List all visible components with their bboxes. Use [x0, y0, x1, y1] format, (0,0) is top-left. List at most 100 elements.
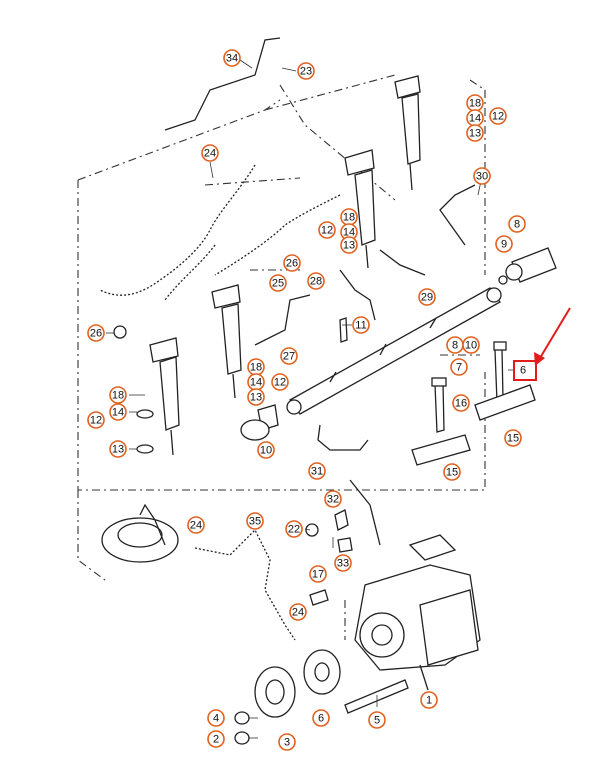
- fuel-rail: [286, 287, 502, 415]
- callout-bubble: [87, 324, 105, 342]
- callout-23: 23: [297, 62, 315, 80]
- callout-24: 24: [201, 144, 219, 162]
- callout-number: 23: [300, 66, 312, 78]
- callout-number: 18: [112, 390, 124, 402]
- callout-number: 13: [112, 444, 124, 456]
- callout-22: 22: [285, 520, 303, 538]
- callout-bubble: [223, 49, 241, 67]
- callout-18: 18: [109, 386, 127, 404]
- callout-33: 33: [334, 554, 352, 572]
- callout-bubble: [269, 274, 287, 292]
- callout-number: 33: [337, 558, 349, 570]
- callout-bubble: [285, 520, 303, 538]
- callout-30: 30: [473, 167, 491, 185]
- callout-number: 12: [321, 225, 333, 237]
- highlight-arrow: [534, 307, 571, 366]
- callout-12: 12: [489, 107, 507, 125]
- callout-bubble: [508, 215, 526, 233]
- callout-bubble: [207, 709, 225, 727]
- callout-bubble: [462, 336, 480, 354]
- callout-27: 27: [280, 347, 298, 365]
- callout-35: 35: [246, 512, 264, 530]
- callout-5: 5: [368, 711, 386, 729]
- callout-bubble: [495, 235, 513, 253]
- callout-bubble: [418, 288, 436, 306]
- callout-number: 10: [260, 445, 272, 457]
- callout-14: 14: [247, 373, 265, 391]
- callout-bubble: [278, 733, 296, 751]
- callout-31: 31: [308, 462, 326, 480]
- callout-bubble: [352, 316, 370, 334]
- callout-34: 34: [223, 49, 241, 67]
- callout-number: 13: [250, 392, 262, 404]
- callout-18: 18: [340, 208, 358, 226]
- callout-bubble: [109, 386, 127, 404]
- callout-bubble: [309, 565, 327, 583]
- callout-bubble: [450, 358, 468, 376]
- callout-bubble: [312, 709, 330, 727]
- callout-16: 16: [452, 394, 470, 412]
- callout-bubble: [308, 462, 326, 480]
- callout-11: 11: [352, 316, 370, 334]
- callout-bubble: [271, 373, 289, 391]
- callout-number: 8: [514, 219, 520, 231]
- callout-2: 2: [207, 730, 225, 748]
- callout-bubble: [257, 441, 275, 459]
- callout-26: 26: [283, 254, 301, 272]
- pressure-sensor: [498, 247, 557, 285]
- callout-bubble: [489, 107, 507, 125]
- callout-10: 10: [462, 336, 480, 354]
- callout-number: 4: [213, 713, 219, 725]
- callout-32: 32: [324, 490, 342, 508]
- callout-12: 12: [271, 373, 289, 391]
- wiring-harness: [99, 164, 341, 301]
- callout-12: 12: [318, 221, 336, 239]
- callout-bubble: [334, 554, 352, 572]
- callout-bubble: [307, 272, 325, 290]
- callout-bubble: [420, 691, 438, 709]
- callout-number: 8: [452, 340, 458, 352]
- callout-18: 18: [466, 94, 484, 112]
- highlight-box: [513, 360, 537, 381]
- callout-17: 17: [309, 565, 327, 583]
- callout-number: 15: [446, 467, 458, 479]
- callout-number: 6: [520, 365, 526, 377]
- callout-number: 12: [274, 377, 286, 389]
- callout-number: 32: [327, 494, 339, 506]
- callout-number: 9: [501, 239, 507, 251]
- callout-bubble: [452, 394, 470, 412]
- callout-bubble: [297, 62, 315, 80]
- tank-sender-assembly: [101, 503, 179, 563]
- callout-6: 6: [312, 709, 330, 727]
- callout-18: 18: [247, 358, 265, 376]
- callout-15: 15: [504, 429, 522, 447]
- callout-8: 8: [508, 215, 526, 233]
- callout-bubble: [466, 124, 484, 142]
- callout-bubble: [504, 429, 522, 447]
- callout-bubble: [207, 730, 225, 748]
- callout-number: 3: [284, 737, 290, 749]
- callout-number: 24: [190, 520, 202, 532]
- callout-14: 14: [466, 109, 484, 127]
- callout-number: 24: [204, 148, 216, 160]
- callout-10: 10: [257, 441, 275, 459]
- callout-12: 12: [87, 411, 105, 429]
- callout-number: 13: [469, 128, 481, 140]
- callout-number: 31: [311, 466, 323, 478]
- callout-bubble: [109, 403, 127, 421]
- callout-7: 7: [450, 358, 468, 376]
- callout-number: 18: [250, 362, 262, 374]
- callout-number: 13: [343, 240, 355, 252]
- callout-bubble: [368, 711, 386, 729]
- callout-bubble: [443, 463, 461, 481]
- callout-number: 18: [469, 98, 481, 110]
- callout-15: 15: [443, 463, 461, 481]
- high-pressure-pump: [354, 534, 481, 691]
- callout-28: 28: [307, 272, 325, 290]
- callout-number: 1: [426, 695, 432, 707]
- callout-bubble: [201, 144, 219, 162]
- callout-number: 6: [318, 713, 324, 725]
- small-fittings: [113, 325, 353, 606]
